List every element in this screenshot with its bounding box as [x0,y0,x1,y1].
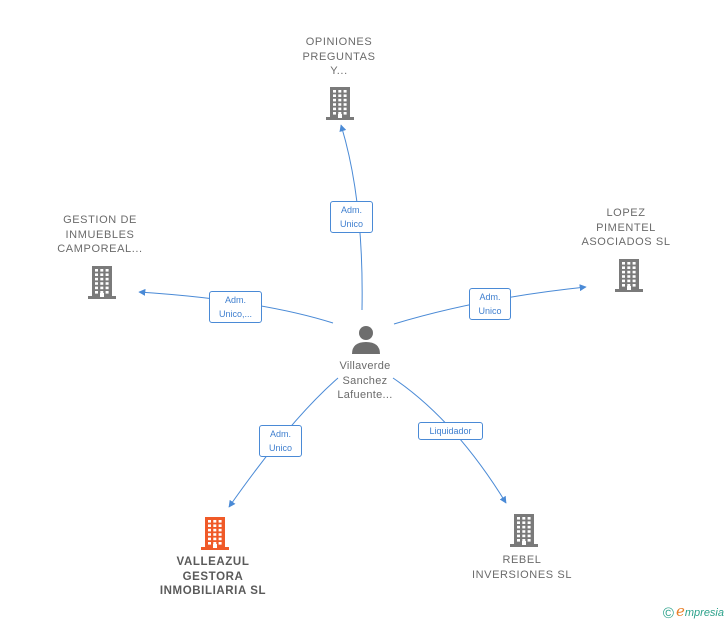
relation-badge-opiniones[interactable]: Adm. Unico [330,201,373,233]
brand-name: mpresia [684,607,724,619]
empresia-logo: ©empresia [663,602,724,622]
brand-initial: e [675,602,685,620]
person-icon[interactable] [351,324,381,354]
building-icon[interactable] [87,265,117,299]
company-name-rebel[interactable]: REBEL INVERSIONES SL [471,554,573,581]
building-icon[interactable] [325,86,355,120]
relation-badge-rebel[interactable]: Liquidador [418,422,483,440]
copyright-symbol: © [662,605,674,622]
person-name[interactable]: Villaverde Sanchez Lafuente... [337,360,393,401]
building-icon[interactable] [614,258,644,292]
company-name-opiniones[interactable]: OPINIONES PREGUNTAS Y... [302,36,376,77]
company-name-gestion[interactable]: GESTION DE INMUEBLES CAMPOREAL... [57,214,143,255]
building-icon[interactable] [509,513,539,547]
relation-badge-valleazul[interactable]: Adm. Unico [259,425,302,457]
relation-badge-gestion[interactable]: Adm. Unico,... [209,291,262,323]
company-name-valleazul[interactable]: VALLEAZUL GESTORA INMOBILIARIA SL [159,556,267,597]
company-name-lopez[interactable]: LOPEZ PIMENTEL ASOCIADOS SL [581,207,671,248]
relation-badge-lopez[interactable]: Adm. Unico [469,288,511,320]
building-icon[interactable] [200,516,230,550]
